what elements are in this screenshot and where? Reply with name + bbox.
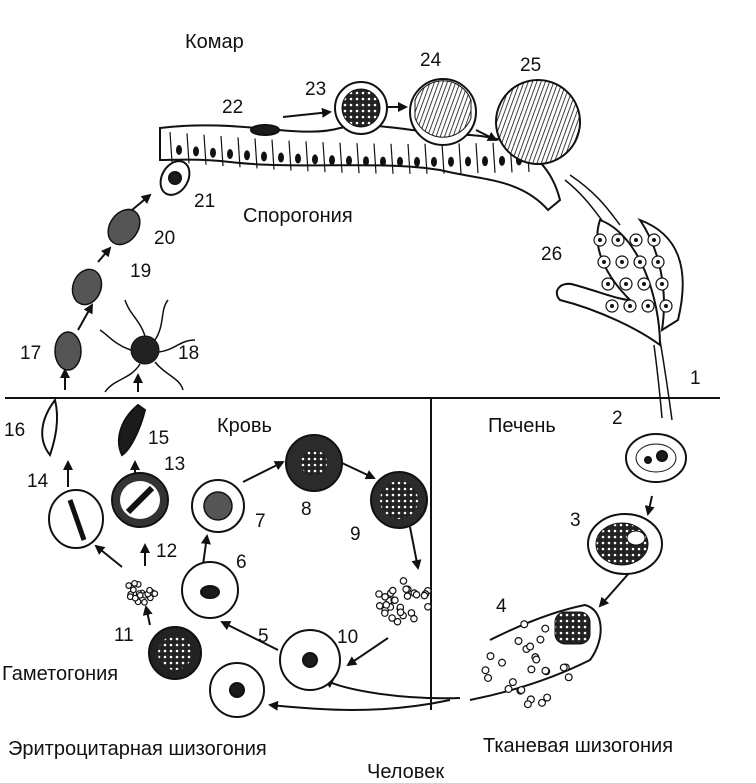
ookinete-22 [250, 124, 280, 136]
oocyst-25 [495, 79, 581, 165]
stage-number-16: 16 [4, 420, 25, 441]
microgametocyte-18 [99, 299, 196, 393]
arrow-17-19 [77, 303, 93, 331]
stage-number-5: 5 [258, 626, 269, 647]
merozoites-10 [375, 577, 432, 626]
label-mosquito: Комар [185, 31, 244, 53]
stage-number-11: 11 [114, 625, 134, 646]
gametocyte-16 [41, 397, 59, 458]
stage-number-22: 22 [222, 97, 243, 118]
stage-number-8: 8 [301, 499, 312, 520]
macrogamete-19 [71, 268, 103, 306]
stage-number-24: 24 [420, 50, 442, 71]
arrow-11-12 [142, 605, 153, 626]
label-blood: Кровь [217, 415, 272, 437]
stage-number-20: 20 [154, 228, 175, 249]
arrow-10-5 [346, 637, 389, 667]
stage-number-10: 10 [337, 627, 358, 648]
arrow-20-21 [131, 193, 152, 211]
arrow-12-14 [94, 544, 123, 568]
stage-number-17: 17 [20, 343, 41, 364]
merozoites-12 [125, 579, 159, 606]
arrow-4-blood [268, 699, 451, 711]
stage-number-19: 19 [130, 261, 151, 282]
cycle-arrows [60, 102, 655, 711]
erythrocyte-11 [148, 626, 202, 680]
arrow-4-5 [323, 679, 461, 700]
erythrocyte-13 [111, 472, 169, 528]
erythrocyte-5 [279, 629, 341, 691]
label-erythrocytic-schizogony: Эритроцитарная шизогония [8, 738, 267, 760]
stage-number-1: 1 [690, 368, 701, 389]
gametocyte-15 [118, 403, 147, 457]
arrow-2-3 [644, 495, 655, 516]
stage-number-18: 18 [178, 343, 199, 364]
label-liver: Печень [488, 415, 556, 437]
stage-number-2: 2 [612, 408, 623, 429]
label-sporogony: Спорогония [243, 205, 353, 227]
erythrocyte-8 [285, 434, 343, 492]
arrow-24-25 [475, 129, 498, 141]
oocyst-23 [334, 81, 388, 135]
erythrocyte-14 [48, 489, 104, 549]
arrow-9-10 [409, 526, 422, 570]
salivary-gland-26 [555, 217, 684, 347]
arrow-7-8 [242, 461, 285, 483]
erythrocyte-7 [191, 479, 245, 533]
erythrocyte-6 [181, 561, 239, 619]
zygote-20 [107, 208, 141, 246]
oocyst-24 [409, 78, 477, 146]
arrow-8-9 [341, 462, 376, 480]
stage-number-12: 12 [156, 541, 177, 562]
stage-numbers: 1 2 3 4 5 6 7 8 9 10 11 12 13 14 15 16 1… [4, 50, 701, 648]
erythrocyte-9 [370, 471, 428, 529]
arrow-19-20 [97, 246, 112, 263]
stage-number-21: 21 [194, 191, 215, 212]
macrogametocyte-17 [54, 331, 82, 371]
label-human: Человек [367, 761, 444, 783]
stage-number-4: 4 [496, 596, 507, 617]
stage-number-9: 9 [350, 524, 361, 545]
liver-cell-4 [469, 603, 602, 709]
liver-cell-3 [587, 513, 663, 575]
stage-number-26: 26 [541, 244, 562, 265]
erythrocyte-entry [209, 662, 265, 718]
arrow-5-6 [220, 621, 279, 651]
stage-number-23: 23 [305, 79, 326, 100]
stage-number-6: 6 [236, 552, 247, 573]
label-gametogony: Гаметогония [2, 663, 118, 685]
arrow-22-23 [282, 107, 332, 118]
arrow-3-4 [598, 571, 631, 608]
label-tissue-schizogony: Тканевая шизогония [483, 735, 673, 757]
stage-number-3: 3 [570, 510, 581, 531]
stage-number-14: 14 [27, 471, 49, 492]
stage-number-13: 13 [164, 454, 185, 475]
stage-number-15: 15 [148, 428, 169, 449]
stage-number-7: 7 [255, 511, 266, 532]
stage-number-25: 25 [520, 55, 541, 76]
liver-cell-2 [625, 433, 687, 483]
